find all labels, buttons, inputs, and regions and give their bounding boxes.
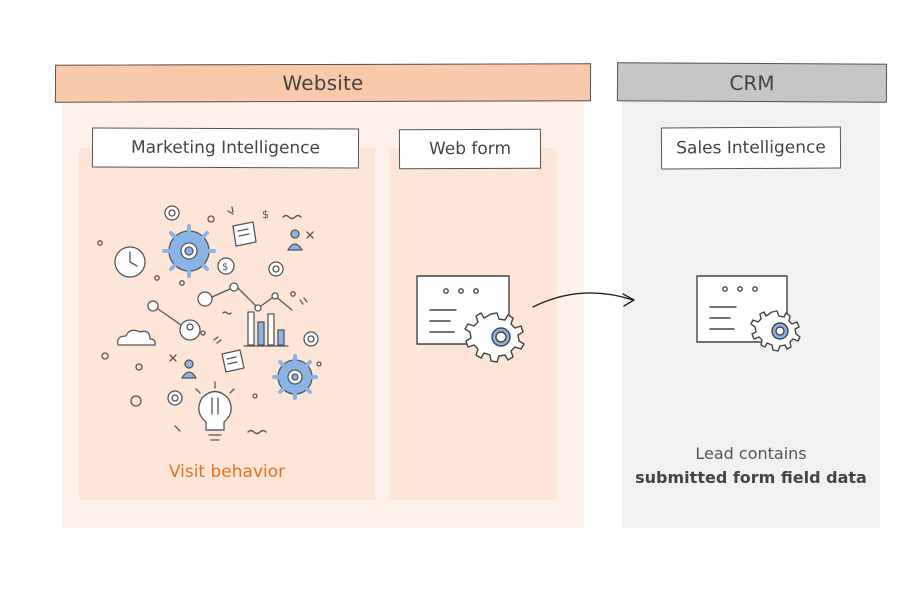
web-form-panel (389, 148, 557, 500)
website-header: Website (54, 63, 592, 103)
lead-line-2: submitted form field data (635, 468, 867, 487)
sales-intelligence-label: Sales Intelligence (660, 126, 842, 170)
web-form-label: Web form (398, 128, 542, 170)
marketing-intelligence-label: Marketing Intelligence (91, 127, 360, 169)
visit-behavior-label: Visit behavior (168, 462, 286, 482)
lead-description: Lead contains submitted form field data (622, 442, 880, 490)
marketing-intelligence-panel (79, 148, 375, 500)
crm-header: CRM (616, 62, 888, 103)
lead-line-1: Lead contains (695, 444, 807, 463)
